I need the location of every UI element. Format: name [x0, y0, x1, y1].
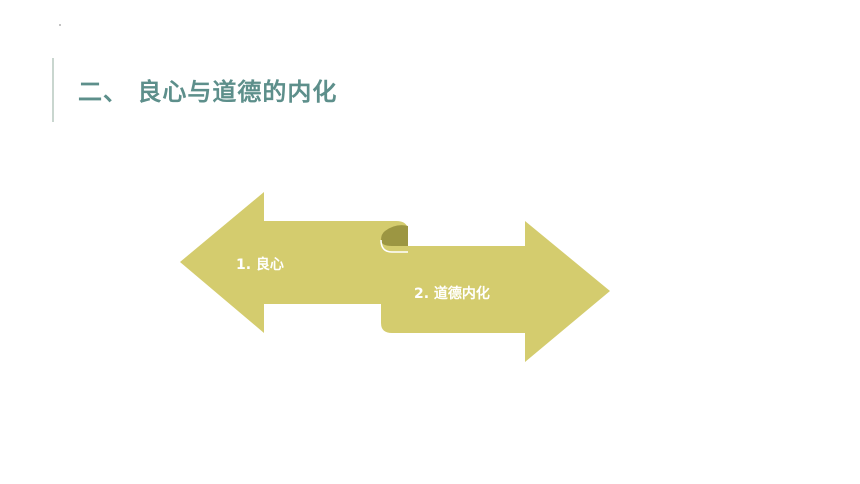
arrow-fold-highlight	[380, 239, 408, 253]
page-title: 二、 良心与道德的内化	[78, 78, 338, 106]
decorative-dot	[59, 24, 61, 26]
right-arrow-shape	[381, 221, 610, 362]
title-accent-bar	[52, 58, 54, 122]
arrow-label-moral-internalization: 2. 道德内化	[414, 286, 490, 302]
arrow-fold-shading	[381, 225, 408, 246]
left-arrow-shape	[180, 192, 408, 333]
arrow-label-conscience: 1. 良心	[236, 257, 284, 273]
